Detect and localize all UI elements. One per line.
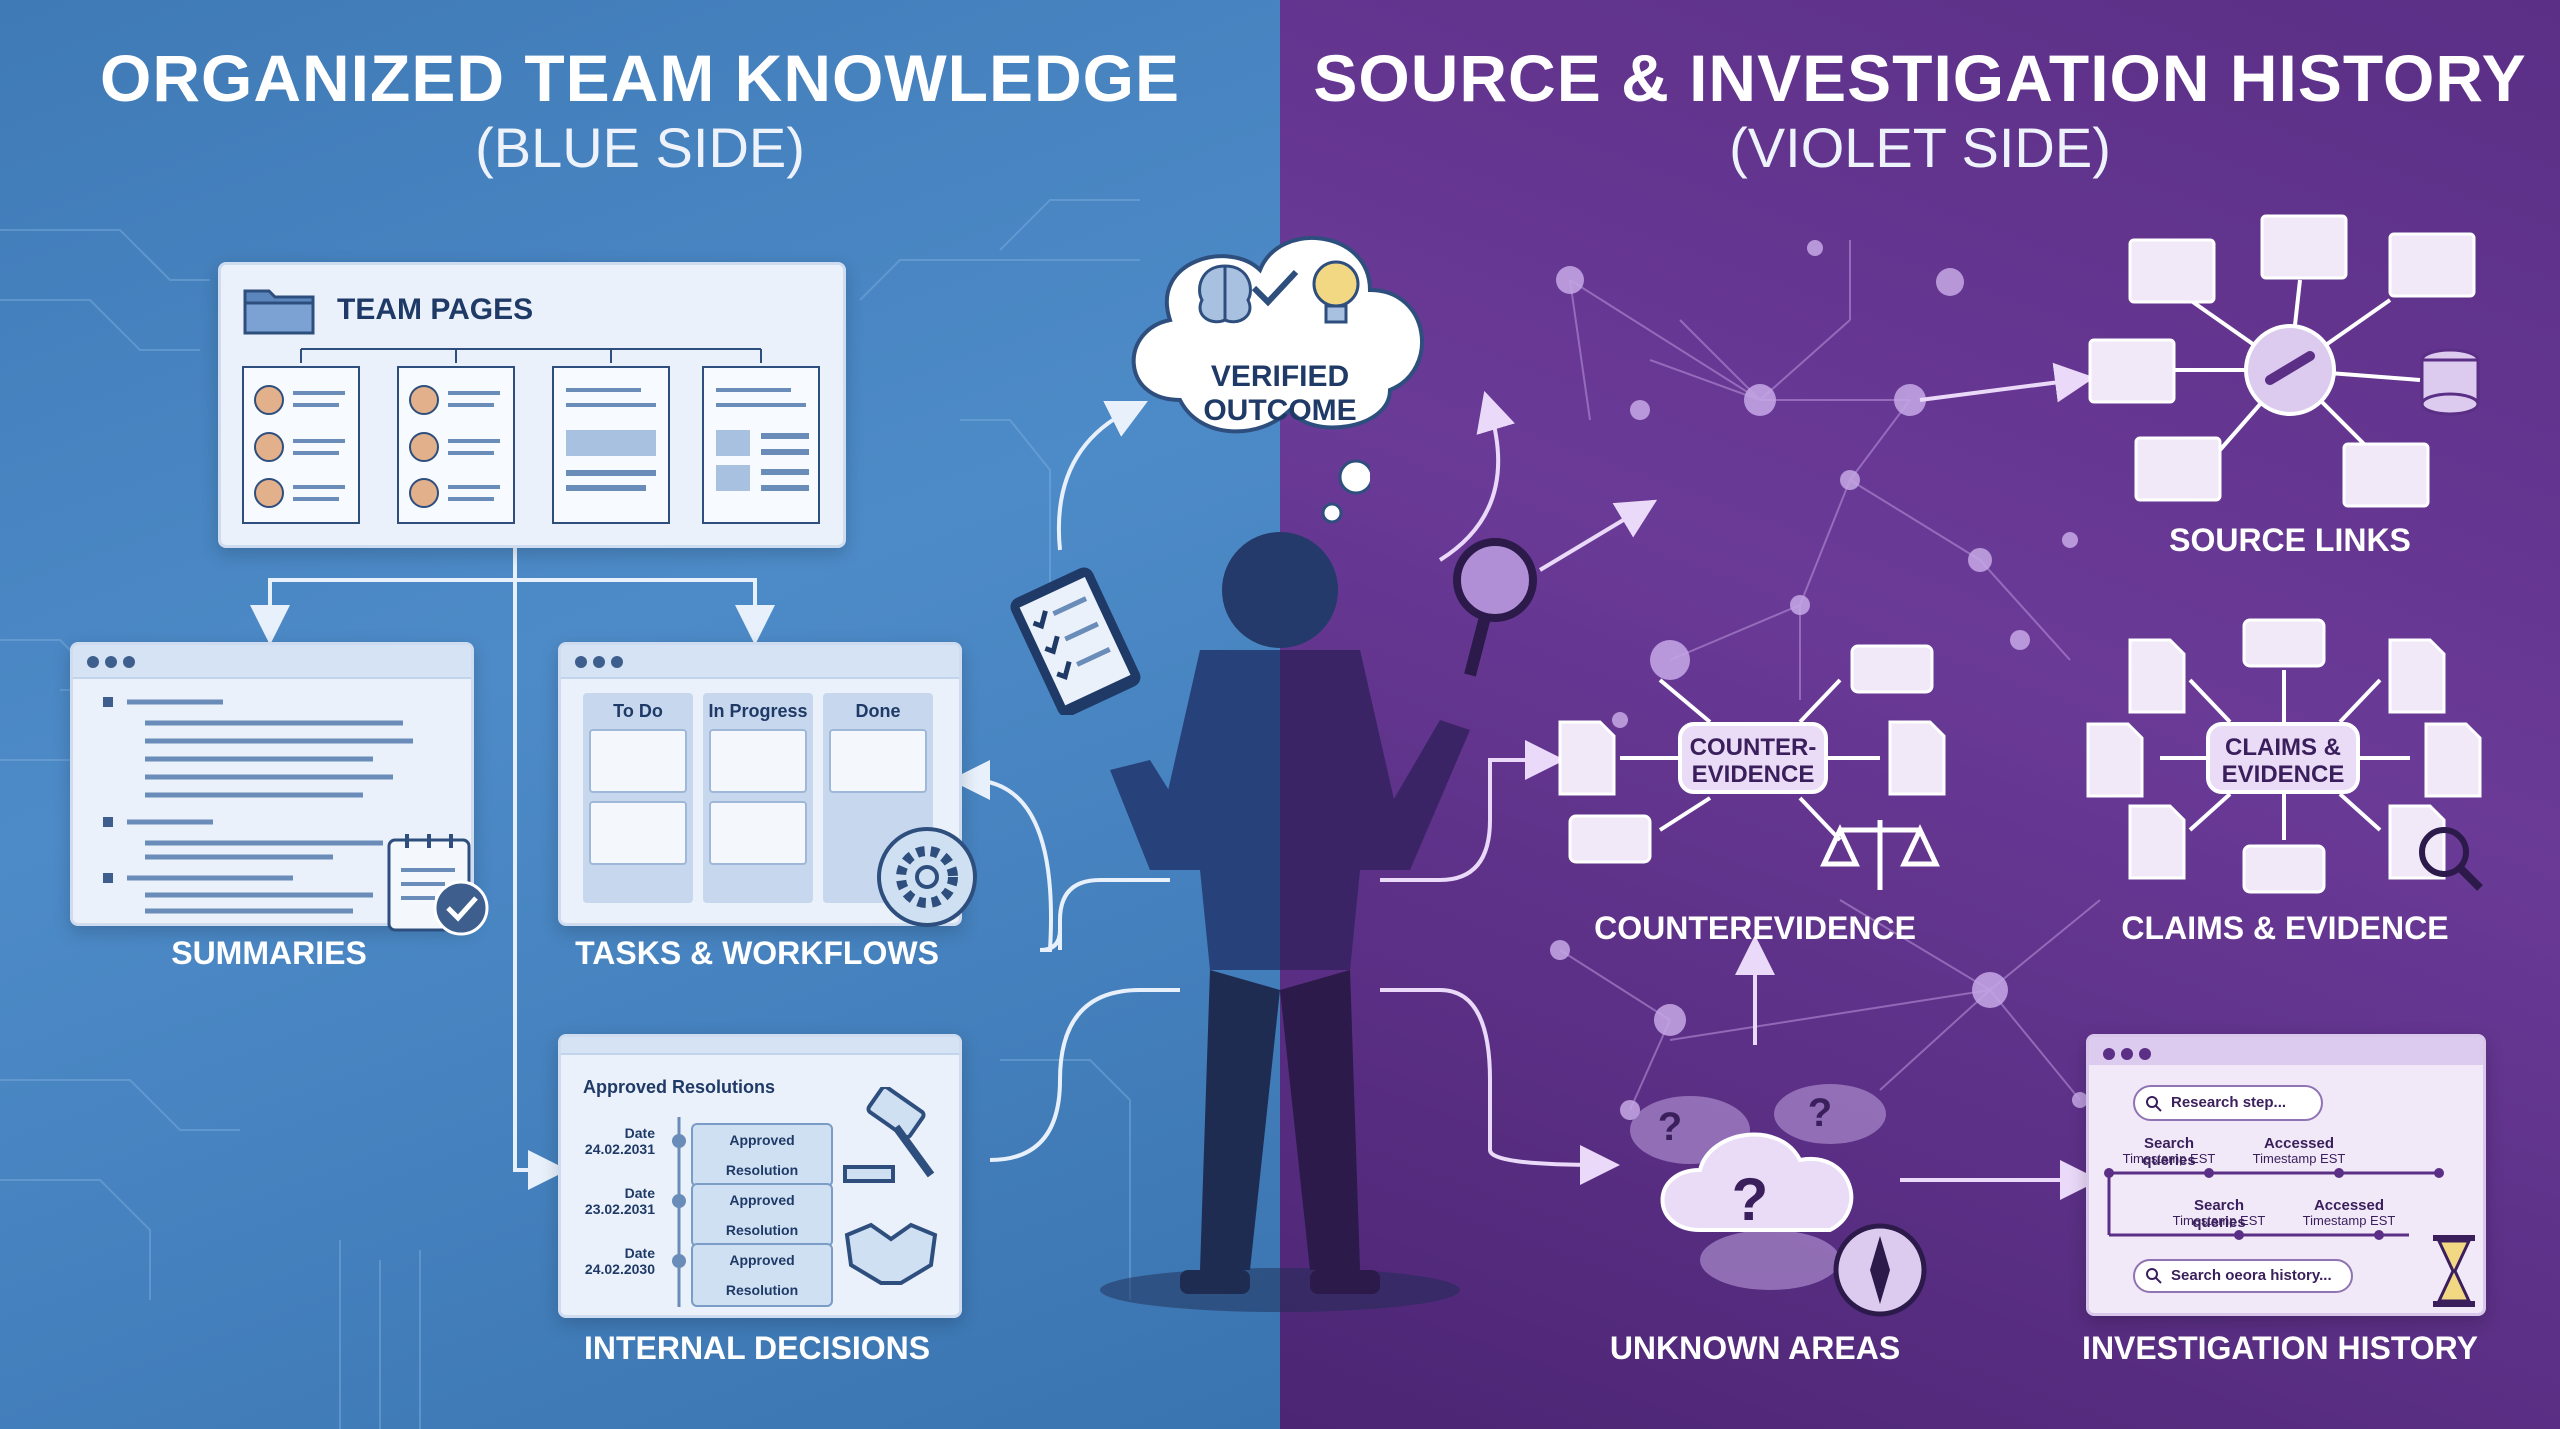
team-pages-label: TEAM PAGES xyxy=(337,293,534,326)
investigation-history-window[interactable]: Research step... Search queries Timestam… xyxy=(2086,1034,2486,1316)
search-icon xyxy=(2145,1267,2163,1285)
column-in-progress: In Progress xyxy=(703,693,813,903)
blue-subtitle: (BLUE SIDE) xyxy=(475,116,805,179)
svg-text:?: ? xyxy=(1658,1105,1682,1149)
gear-refresh-icon xyxy=(872,822,982,932)
thought-dots xyxy=(1321,459,1370,524)
unknown-areas-label: UNKNOWN AREAS xyxy=(1609,1330,1901,1366)
magnifying-glass-icon xyxy=(1440,535,1550,685)
tablet-checklist-icon xyxy=(1005,565,1155,717)
decision-row[interactable]: Approved Resolution xyxy=(691,1243,833,1307)
summary-text-lines xyxy=(103,697,413,914)
blue-title: ORGANIZED TEAM KNOWLEDGE xyxy=(100,41,1180,115)
tasks-label: TASKS & WORKFLOWS xyxy=(575,935,939,971)
claims-docs xyxy=(2086,618,2483,894)
team-pages-tree xyxy=(242,348,820,524)
decisions-window[interactable]: Approved Resolutions Date 24.02.2031 App… xyxy=(558,1034,962,1318)
hourglass-icon xyxy=(2429,1233,2479,1309)
svg-text:?: ? xyxy=(1732,1166,1769,1233)
verified-outcome-text: VERIFIED OUTCOME xyxy=(1203,360,1357,427)
lightbulb-icon xyxy=(1306,256,1366,330)
check-icon xyxy=(1250,268,1300,308)
counterevidence-label: COUNTEREVIDENCE xyxy=(1594,910,1916,946)
summaries-window[interactable] xyxy=(70,642,474,926)
folder-icon xyxy=(243,283,315,335)
svg-text:?: ? xyxy=(1808,1091,1832,1135)
unknown-areas-cluster: ? ? ? xyxy=(1610,1060,1950,1320)
decisions-header: Approved Resolutions xyxy=(583,1077,776,1097)
search-icon xyxy=(2145,1095,2163,1113)
decision-row[interactable]: Approved Resolution xyxy=(691,1123,833,1187)
team-pages-window[interactable]: TEAM PAGES xyxy=(218,262,846,548)
claims-label: CLAIMS & EVIDENCE xyxy=(2121,910,2449,946)
column-to-do: To Do xyxy=(583,693,693,903)
brain-icon xyxy=(1190,260,1260,330)
decisions-label: INTERNAL DECISIONS xyxy=(583,1330,931,1366)
violet-subtitle: (VIOLET SIDE) xyxy=(1729,116,2111,179)
summaries-label: SUMMARIES xyxy=(171,935,367,971)
decision-timeline xyxy=(672,1117,686,1307)
violet-title: SOURCE & INVESTIGATION HISTORY xyxy=(1313,41,2527,115)
source-links-cluster xyxy=(2080,200,2500,520)
investigation-history-label: INVESTIGATION HISTORY xyxy=(2082,1330,2478,1366)
person-silhouette xyxy=(1000,510,1560,1320)
counterevidence-bubble[interactable]: COUNTER- EVIDENCE xyxy=(1678,722,1828,794)
thought-cloud: VERIFIED OUTCOME xyxy=(1110,210,1450,460)
history-search[interactable]: Search oeora history... xyxy=(2133,1259,2353,1293)
research-step-search[interactable]: Research step... xyxy=(2133,1085,2323,1121)
counterevidence-docs xyxy=(1558,644,1946,890)
decision-row[interactable]: Approved Resolution xyxy=(691,1183,833,1247)
source-links-label: SOURCE LINKS xyxy=(2169,522,2411,558)
handshake-icon xyxy=(841,1205,941,1295)
calendar-check-icon xyxy=(385,832,495,940)
claims-bubble[interactable]: CLAIMS & EVIDENCE xyxy=(2206,722,2360,794)
history-timeline xyxy=(2104,1168,2444,1240)
gavel-icon xyxy=(841,1084,941,1187)
